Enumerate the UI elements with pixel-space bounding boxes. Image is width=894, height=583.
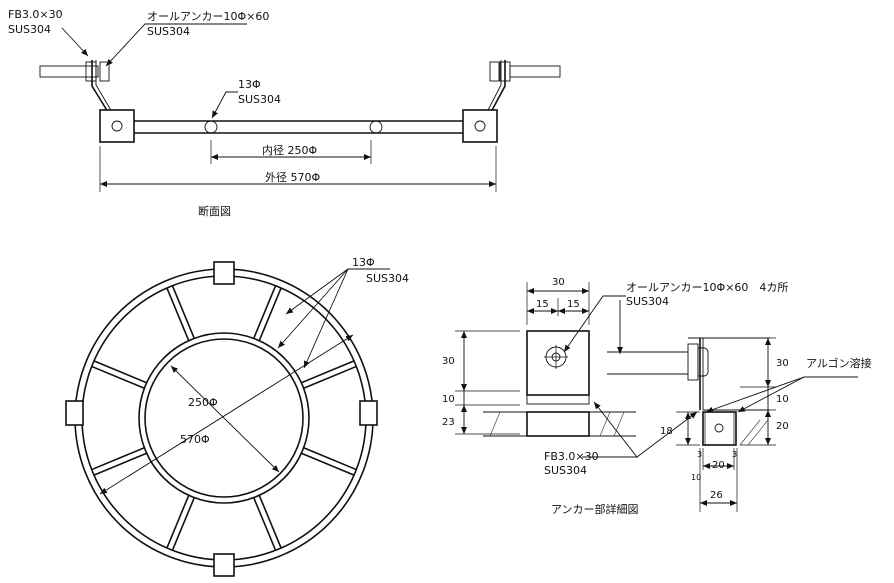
section-right-boss xyxy=(462,109,498,143)
section-left-boss xyxy=(99,109,135,143)
detail-caption: アンカー部詳細図 xyxy=(551,502,639,516)
detail-dim-d26: 26 xyxy=(710,490,723,501)
section-inner-ring-left xyxy=(204,120,218,134)
detail-dim-w30: 30 xyxy=(552,277,565,288)
detail-front-boss xyxy=(526,411,590,437)
detail-fb-label: FB3.0×30 xyxy=(544,450,599,463)
plan-inner-dim-line xyxy=(170,365,280,473)
section-fb-label: FB3.0×30 xyxy=(8,8,63,21)
plan-spoke-4-1 xyxy=(93,360,147,384)
detail-dim-d3b: 3 xyxy=(732,450,737,459)
plan-tab-left xyxy=(65,400,84,426)
detail-dim-d10: 10 xyxy=(691,473,701,482)
plan-spoke-2-0 xyxy=(171,497,195,551)
section-right-flatbar xyxy=(490,60,506,113)
detail-weld-label: アルゴン溶接 xyxy=(806,356,872,370)
detail-dim-d20: 20 xyxy=(712,460,725,471)
detail-dim-w15a: 15 xyxy=(536,299,549,310)
detail-fb-leader-2 xyxy=(636,411,698,458)
anchor-detail: 30 15 15 30 10 23 xyxy=(442,277,872,516)
plan-outer-dim-line xyxy=(99,334,354,495)
plan-rod-leader-2 xyxy=(277,268,349,349)
plan-spoke-6-0 xyxy=(253,285,277,339)
detail-dim-h23: 23 xyxy=(442,417,455,428)
detail-dim-w15b: 15 xyxy=(567,299,580,310)
plan-spoke-4-0 xyxy=(91,365,145,389)
plan-tab-bottom xyxy=(213,553,235,577)
plan-spoke-7-0 xyxy=(301,360,355,384)
detail-anchor-material: SUS304 xyxy=(626,295,669,308)
plan-spoke-0-1 xyxy=(301,452,355,476)
section-caption: 断面図 xyxy=(198,204,231,218)
plan-spoke-5-0 xyxy=(166,287,190,341)
section-rod-leader xyxy=(211,91,238,119)
section-anchor-leader xyxy=(105,23,247,67)
plan-inner-dia: 250Φ xyxy=(188,396,218,409)
detail-dim-r20: 20 xyxy=(776,421,789,432)
detail-weld-leader-2 xyxy=(705,376,805,413)
plan-spoke-1-0 xyxy=(258,495,282,549)
plan-spoke-5-1 xyxy=(171,285,195,339)
detail-dim-h10: 10 xyxy=(442,394,455,405)
plan-spoke-6-1 xyxy=(258,287,282,341)
section-view: FB3.0×30 SUS304 オールアンカー10Φ×60 SUS304 13Φ… xyxy=(8,8,561,218)
detail-anchor-leader-1 xyxy=(563,295,626,353)
section-fb-leader xyxy=(61,27,89,57)
plan-spoke-3-1 xyxy=(91,447,145,471)
section-left-anchor xyxy=(39,61,110,82)
section-left-flatbar xyxy=(91,60,109,113)
section-rod-material: SUS304 xyxy=(238,93,281,106)
section-fb-material: SUS304 xyxy=(8,23,51,36)
detail-dim-h18: 18 xyxy=(660,426,673,437)
plan-spoke-7-1 xyxy=(303,365,357,389)
plan-tab-right xyxy=(359,400,378,426)
plan-rod-material: SUS304 xyxy=(366,272,409,285)
detail-fb-material: SUS304 xyxy=(544,464,587,477)
plan-spoke-1-1 xyxy=(253,497,277,551)
plan-spoke-2-1 xyxy=(166,495,190,549)
detail-dim-h30: 30 xyxy=(442,356,455,367)
plan-spoke-0-0 xyxy=(303,447,357,471)
detail-dim-d3a: 3 xyxy=(697,450,702,459)
plan-tab-top xyxy=(213,261,235,285)
section-outer-dim: 外径 570Φ xyxy=(265,171,320,184)
detail-side-boss xyxy=(702,411,737,446)
section-rod-label: 13Φ xyxy=(238,78,261,91)
detail-dim-r30: 30 xyxy=(776,358,789,369)
detail-dim-r10: 10 xyxy=(776,394,789,405)
plan-rod-label: 13Φ xyxy=(352,256,375,269)
plan-spoke-3-0 xyxy=(93,452,147,476)
section-inner-dim: 内径 250Φ xyxy=(262,143,317,157)
detail-fb-leader-1 xyxy=(582,401,638,458)
plan-rod-leader-3 xyxy=(303,268,349,369)
detail-front-plate xyxy=(526,330,590,396)
plan-view: 13Φ SUS304 250Φ 570Φ xyxy=(65,256,409,577)
section-inner-ring-right xyxy=(369,120,383,134)
plan-outer-dia: 570Φ xyxy=(180,433,210,446)
detail-anchor-label: オールアンカー10Φ×60 4カ所 xyxy=(626,281,788,294)
section-anchor-label: オールアンカー10Φ×60 xyxy=(147,10,269,23)
section-right-anchor xyxy=(489,61,561,82)
section-anchor-material: SUS304 xyxy=(147,25,190,38)
